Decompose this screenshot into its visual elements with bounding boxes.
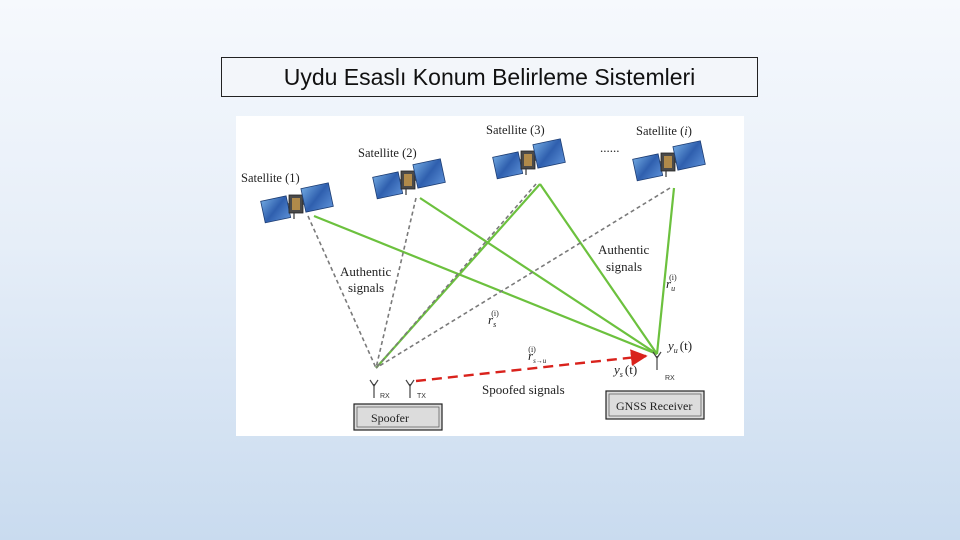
- satellite-3-label: Satellite (3): [486, 123, 545, 137]
- range-label-r-u-i: ru (i): [666, 273, 677, 293]
- satellite-i-icon: [631, 140, 707, 182]
- receiver-box: [605, 390, 705, 420]
- spoofer-tx-label: TX: [417, 393, 426, 400]
- authentic-left-label-2: signals: [348, 280, 384, 295]
- authentic-line-si: [655, 187, 676, 355]
- slide-title: Uydu Esaslı Konum Belirleme Sistemleri: [221, 57, 758, 97]
- receiver-rx-label: RX: [665, 375, 675, 382]
- y-u-sub: u: [674, 346, 678, 355]
- authentic-line-s3: [539, 183, 658, 355]
- r-s-sup: (i): [491, 309, 499, 318]
- gnss-spoofing-diagram: Satellite (1) Satellite (2) Satellite (3…: [236, 116, 744, 436]
- spoofer-label: Spoofer: [371, 411, 409, 425]
- authentic-line-s3-to-spoofer: [375, 183, 541, 369]
- authentic-line-s1: [313, 214, 658, 356]
- satellite-i-label: Satellite (i): [636, 124, 692, 138]
- y-u-arg: (t): [680, 338, 692, 353]
- receiver-antenna-icon: [652, 351, 662, 371]
- satellite-i-suffix: ): [688, 124, 692, 138]
- r-su-sup: (i): [528, 345, 536, 354]
- spoofer-rx-antenna-icon: [369, 379, 379, 399]
- range-label-r-s-i: rs (i): [488, 309, 499, 329]
- receiver-label: GNSS Receiver: [616, 399, 692, 413]
- r-s-sub: s: [493, 320, 496, 329]
- spoofed-signal-line: [415, 349, 648, 383]
- r-s-symbol: r: [488, 312, 494, 327]
- satellite-2-label: Satellite (2): [358, 146, 417, 160]
- slide-title-text: Uydu Esaslı Konum Belirleme Sistemleri: [283, 63, 696, 90]
- authentic-line-s2: [419, 197, 658, 355]
- spoofed-signals-label: Spoofed signals: [482, 382, 565, 397]
- y-s-arg: (t): [625, 362, 637, 377]
- satellite-2-icon: [371, 158, 447, 200]
- spoofer-line-s3: [375, 183, 537, 369]
- y-u-symbol: y: [666, 338, 674, 353]
- spoofer-received-lines: [307, 183, 671, 369]
- r-su-symbol: r: [528, 348, 534, 363]
- authentic-signal-lines: [313, 183, 676, 369]
- spoofer-line-s2: [375, 197, 417, 369]
- authentic-right-label-1: Authentic: [598, 242, 649, 257]
- spoofer-box: [353, 403, 443, 431]
- spoofer-rx-label: RX: [380, 393, 390, 400]
- r-su-sub: s→u: [533, 357, 547, 365]
- y-s-sub: s: [620, 370, 623, 379]
- spoofer-tx-antenna-icon: [405, 379, 415, 399]
- satellite-ellipsis: ......: [600, 140, 620, 155]
- range-label-r-s-to-u-i: rs→u (i): [528, 345, 547, 365]
- r-u-symbol: r: [666, 276, 672, 291]
- signal-label-y-s: ys(t): [612, 362, 637, 379]
- satellite-i-prefix: Satellite (: [636, 124, 684, 138]
- signal-label-y-u: yu(t): [666, 338, 692, 355]
- satellite-1-label: Satellite (1): [241, 171, 300, 185]
- r-u-sub: u: [671, 284, 675, 293]
- r-u-sup: (i): [669, 273, 677, 282]
- authentic-left-label-1: Authentic: [340, 264, 391, 279]
- authentic-right-label-2: signals: [606, 259, 642, 274]
- y-s-symbol: y: [612, 362, 620, 377]
- satellite-3-icon: [491, 138, 567, 180]
- spoofer-line-si: [375, 187, 671, 369]
- satellite-i-index: i: [684, 124, 688, 138]
- satellite-1-icon: [259, 182, 335, 224]
